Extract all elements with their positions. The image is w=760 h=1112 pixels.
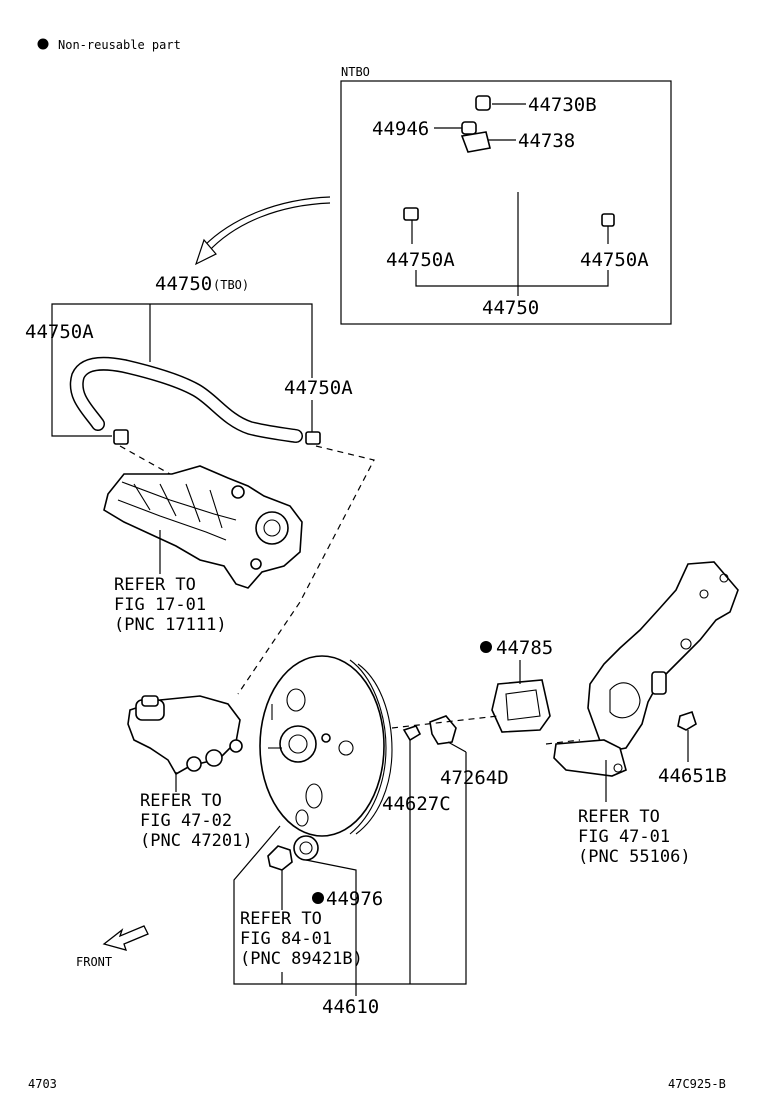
label-44750-ntbo: 44750 bbox=[482, 297, 539, 319]
ref-manifold-line2: FIG 17-01 bbox=[114, 595, 206, 615]
nut-44651b bbox=[677, 710, 697, 731]
ref-manifold-line1: REFER TO bbox=[114, 575, 196, 595]
master-cylinder bbox=[127, 695, 243, 776]
label-44610: 44610 bbox=[322, 996, 379, 1018]
label-44627c: 44627C bbox=[382, 793, 451, 815]
label-44730b: 44730B bbox=[528, 94, 597, 116]
ref-master-cyl-line2: FIG 47-02 bbox=[140, 811, 232, 831]
label-44946: 44946 bbox=[372, 118, 429, 140]
label-44651b: 44651B bbox=[658, 765, 727, 787]
ref-sensor-line2: FIG 84-01 bbox=[240, 929, 332, 949]
front-label: FRONT bbox=[76, 955, 112, 969]
ref-bracket-line3: (PNC 55106) bbox=[578, 847, 691, 867]
label-44785: 44785 bbox=[496, 637, 553, 659]
vacuum-sensor bbox=[267, 845, 293, 871]
ref-bracket-line1: REFER TO bbox=[578, 807, 660, 827]
ref-master-cyl-line3: (PNC 47201) bbox=[140, 831, 253, 851]
footer-page-number: 4703 bbox=[28, 1077, 57, 1091]
label-44750a-ntbo-left: 44750A bbox=[386, 249, 455, 271]
ntbo-title: NTBO bbox=[341, 65, 370, 79]
ref-sensor-line1: REFER TO bbox=[240, 909, 322, 929]
label-44750a-main-left: 44750A bbox=[25, 321, 94, 343]
footer-figure-code: 47C925-B bbox=[668, 1077, 726, 1091]
intake-manifold bbox=[103, 465, 303, 589]
clevis-47264d bbox=[429, 715, 457, 745]
ref-sensor-line3: (PNC 89421B) bbox=[240, 949, 363, 969]
grommet bbox=[293, 835, 319, 861]
direction-arrow-icon bbox=[194, 196, 331, 266]
vacuum-hose bbox=[69, 356, 321, 445]
nut-44627c bbox=[402, 725, 422, 742]
front-arrow-icon bbox=[102, 925, 149, 951]
ntbo-hose bbox=[365, 95, 615, 234]
gasket-bullet-icon bbox=[480, 641, 492, 653]
label-44976: 44976 bbox=[326, 888, 383, 910]
ref-bracket-line2: FIG 47-01 bbox=[578, 827, 670, 847]
ref-manifold-line3: (PNC 17111) bbox=[114, 615, 227, 635]
label-44738: 44738 bbox=[518, 130, 575, 152]
label-44750-main: 44750 bbox=[155, 273, 212, 295]
label-47264d: 47264D bbox=[440, 767, 509, 789]
gasket-44785 bbox=[491, 679, 551, 733]
legend-text: Non-reusable part bbox=[58, 38, 181, 52]
ntbo-box bbox=[340, 80, 672, 325]
brake-booster bbox=[259, 655, 393, 837]
ref-master-cyl-line1: REFER TO bbox=[140, 791, 222, 811]
label-44750a-main-right: 44750A bbox=[284, 377, 353, 399]
gasket-pin-bullet-icon bbox=[312, 892, 324, 904]
non-reusable-bullet-icon bbox=[37, 38, 49, 50]
label-44750a-ntbo-right: 44750A bbox=[580, 249, 649, 271]
label-tbo-suffix: (TBO) bbox=[213, 278, 249, 292]
pedal-bracket bbox=[553, 561, 739, 777]
